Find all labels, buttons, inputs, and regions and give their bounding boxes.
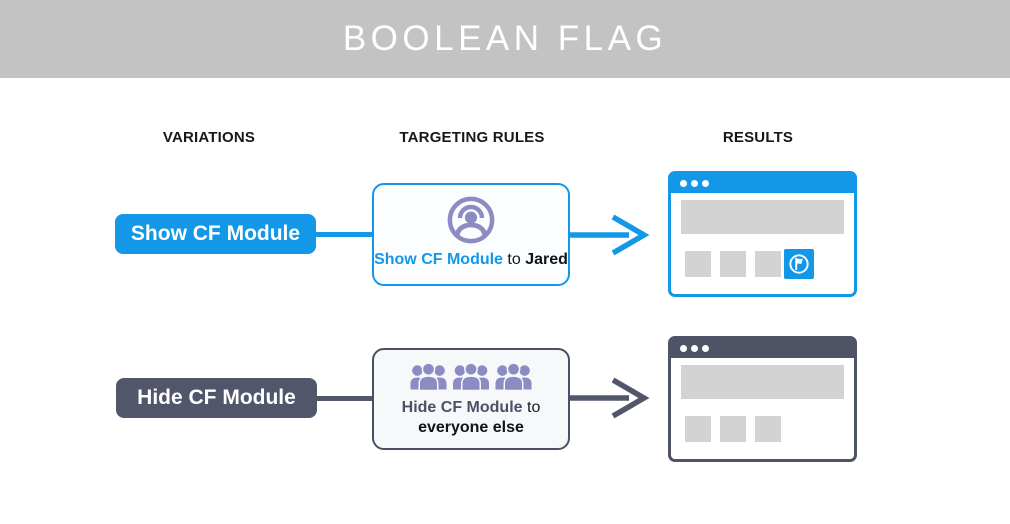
content-banner-placeholder [681, 200, 844, 234]
window-dot [680, 180, 687, 187]
browser-titlebar [671, 339, 854, 358]
arrow-right-icon [570, 377, 650, 419]
targeting-rule-card-show: Show CF Module to Jared [372, 183, 570, 286]
rule-flag-name: Show CF Module [374, 251, 503, 268]
variation-pill-hide-cf-module[interactable]: Hide CF Module [116, 378, 317, 418]
flag-circle-icon [789, 254, 809, 274]
window-dot [691, 180, 698, 187]
rule-audience: Jared [525, 251, 568, 268]
variation-pill-label: Hide CF Module [137, 386, 296, 409]
page-title: BOOLEAN FLAG [342, 19, 668, 58]
rule-text: Show CF Module to Jared [374, 251, 568, 269]
rule-audience: everyone else [418, 419, 524, 437]
column-header-results: RESULTS [722, 129, 794, 146]
rule-connector-text: to [527, 399, 541, 416]
rule-text: Hide CF Module to everyone else [385, 398, 557, 439]
single-user-circle-icon [447, 196, 495, 244]
header-banner: BOOLEAN FLAG [0, 0, 1010, 78]
content-tile-placeholder [720, 416, 746, 442]
column-header-variations: VARIATIONS [162, 129, 256, 146]
connector-line [313, 396, 374, 401]
window-dot [691, 345, 698, 352]
content-tile-placeholder [720, 251, 746, 277]
rule-flag-name: Hide CF Module [401, 399, 523, 416]
window-dot [702, 345, 709, 352]
crowd-icon [410, 362, 532, 392]
variation-pill-show-cf-module[interactable]: Show CF Module [115, 214, 316, 254]
content-tile-placeholder [685, 416, 711, 442]
browser-titlebar [671, 174, 854, 193]
targeting-rule-card-hide: Hide CF Module to everyone else [372, 348, 570, 450]
column-header-targeting-rules: TARGETING RULES [399, 129, 545, 146]
rule-connector-text: to [507, 251, 521, 268]
cf-module-tile[interactable] [784, 249, 814, 279]
browser-window-hide-result [668, 336, 857, 462]
window-dot [680, 345, 687, 352]
window-dot [702, 180, 709, 187]
content-tile-placeholder [685, 251, 711, 277]
browser-window-show-result [668, 171, 857, 297]
connector-line [312, 232, 374, 237]
content-tile-placeholder [755, 416, 781, 442]
content-tile-placeholder [755, 251, 781, 277]
content-banner-placeholder [681, 365, 844, 399]
arrow-right-icon [570, 214, 650, 256]
variation-pill-label: Show CF Module [130, 222, 301, 245]
